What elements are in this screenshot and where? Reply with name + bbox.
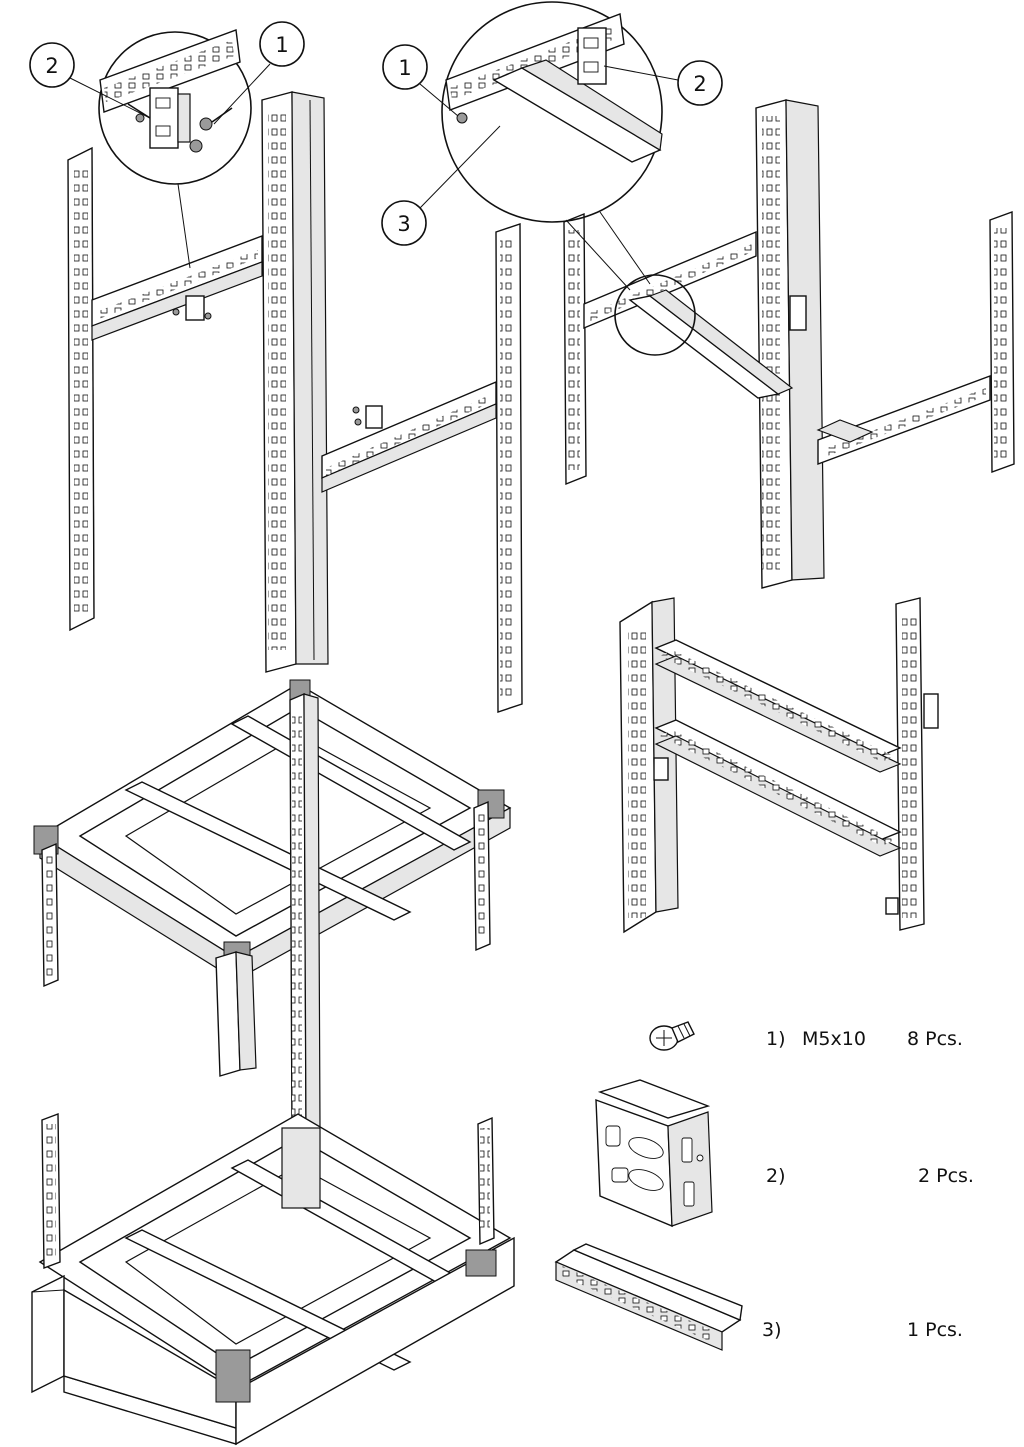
step-1-side-frame [67, 29, 523, 713]
legend-item-bracket: 2) 2 Pcs. [595, 1079, 974, 1228]
callout-2-right: 2 [603, 60, 723, 106]
corner-bracket-icon [595, 1079, 713, 1228]
step-3-side-panel-rails [619, 597, 939, 934]
step-2-frame-with-crossbar [441, 1, 1015, 589]
callout-2-left: 2 [29, 42, 151, 119]
legend-item-rail: 3) 1 Pcs. [554, 1243, 963, 1351]
svg-text:1: 1 [398, 56, 411, 80]
svg-text:3: 3 [397, 212, 410, 236]
step-4-cabinet-frame-assembly [31, 679, 515, 1446]
callout-1-right: 1 [382, 44, 459, 117]
mounting-rail-icon [554, 1243, 743, 1351]
legend-qty-2: 2 Pcs. [918, 1165, 974, 1187]
parts-legend: 1) M5x10 8 Pcs. 2) 2 Pcs. [554, 1021, 974, 1351]
legend-index-1: 1) [766, 1028, 786, 1050]
legend-qty-1: 8 Pcs. [907, 1028, 963, 1050]
legend-index-3: 3) [762, 1319, 782, 1341]
legend-qty-3: 1 Pcs. [907, 1319, 963, 1341]
svg-text:2: 2 [45, 54, 58, 78]
callout-3-right: 3 [381, 125, 501, 246]
legend-item-screw: 1) M5x10 8 Pcs. [649, 1021, 963, 1051]
svg-text:2: 2 [693, 72, 706, 96]
legend-name-1: M5x10 [802, 1028, 866, 1050]
legend-index-2: 2) [766, 1165, 786, 1187]
callout-1-left: 1 [213, 21, 305, 125]
svg-text:1: 1 [275, 33, 288, 57]
screw-icon [649, 1021, 695, 1051]
